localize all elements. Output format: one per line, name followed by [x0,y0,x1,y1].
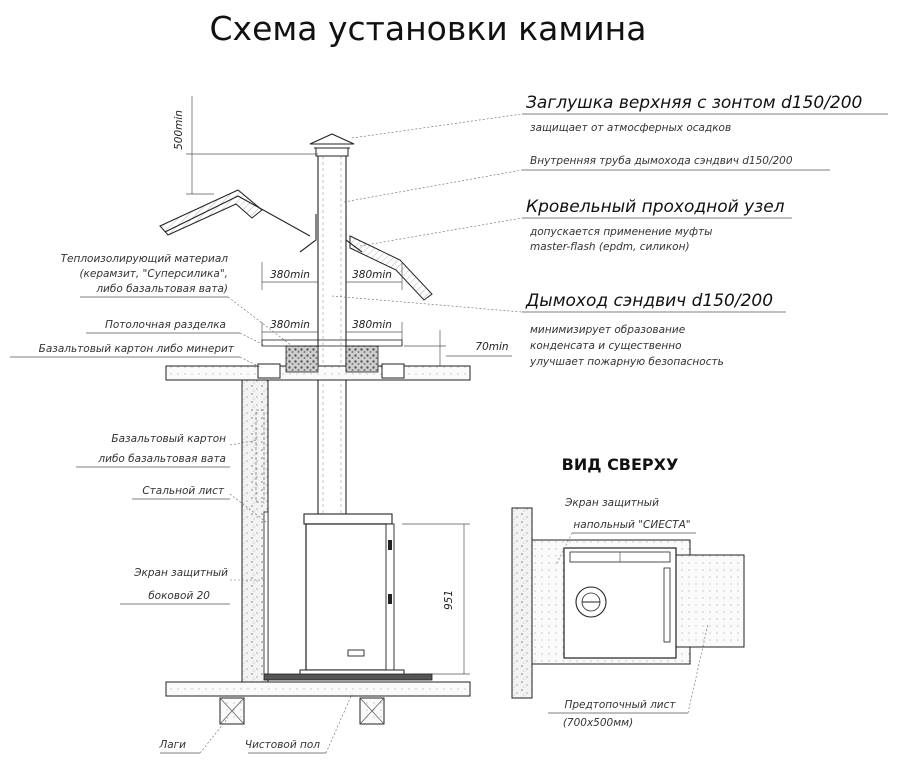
label-insulation-1: Теплоизолирующий материал [61,253,229,265]
label-pre-sheet-2: (700х500мм) [563,717,633,729]
roof-flashing-left [299,214,317,253]
label-cap-note: защищает от атмосферных осадков [530,122,731,134]
label-chimney-note-1: минимизирует образование [530,324,685,336]
label-floor-screen-2: напольный "СИЕСТА" [573,519,690,531]
roof [159,189,433,301]
dimension-380-ceiling-right: 380min [352,319,392,331]
label-inner-pipe: Внутренняя труба дымохода сэндвич d150/2… [530,155,793,167]
dimension-380-ceiling: 380min 380min [261,319,403,346]
label-basalt-2: либо базальтовая вата [97,453,226,465]
label-roof-node-title: Кровельный проходной узел [526,197,785,217]
label-chimney-note-2: конденсата и существенно [530,340,682,352]
dimension-70-label: 70min [475,341,508,353]
diagram-title: Схема установки камина [210,9,647,48]
label-steel-sheet: Стальной лист [142,485,225,497]
label-floor-screen-1: Экран защитный [564,497,659,509]
dimension-380-ceiling-left: 380min [270,319,310,331]
ceiling [165,339,471,381]
dimension-380-roof-left: 380min [270,269,310,281]
dimension-380-roof-right: 380min [352,269,392,281]
left-labels: Теплоизолирующий материал (керамзит, "Су… [10,253,353,754]
steel-sheet [263,511,269,675]
label-roof-node-note-1: допускается применение муфты [529,226,712,238]
label-pre-sheet-1: Предтопочный лист [564,699,676,711]
label-side-screen-2: боковой 20 [148,590,210,602]
label-joists: Лаги [158,739,186,751]
right-labels: Заглушка верхняя с зонтом d150/200 защищ… [331,93,888,368]
label-chimney-title: Дымоход сэндвич d150/200 [525,291,773,311]
label-insulation-3: либо базальтовая вата) [95,283,228,295]
label-chimney-note-3: улучшает пожарную безопасность [529,356,724,368]
dimension-951-label: 951 [443,590,455,610]
label-insulation-2: (керамзит, "Суперсилика", [79,268,228,280]
label-finish-floor: Чистовой пол [245,739,320,751]
label-basalt-1: Базальтовый картон [111,433,226,445]
label-basalt-board: Базальтовый картон либо минерит [39,343,235,355]
label-roof-node-note-2: master-flash (epdm, силикон) [530,241,690,253]
dimension-380-roof: 380min 380min [261,262,403,290]
chimney-pipe [317,153,347,517]
dimension-500-label: 500min [173,110,185,150]
top-view: ВИД СВЕРХУ Экран защитный напольный "СИЕ… [511,455,745,729]
dimension-70: 70min [404,330,512,367]
label-ceiling-cut: Потолочная разделка [105,319,226,331]
top-view-heading: ВИД СВЕРХУ [562,455,679,474]
chimney-cap [309,133,355,157]
label-side-screen-1: Экран защитный [133,567,228,579]
dimension-500: 500min [173,96,318,195]
stove [299,513,405,679]
label-cap-title: Заглушка верхняя с зонтом d150/200 [526,93,862,113]
dimension-951: 951 [402,523,470,675]
floor [165,673,471,725]
